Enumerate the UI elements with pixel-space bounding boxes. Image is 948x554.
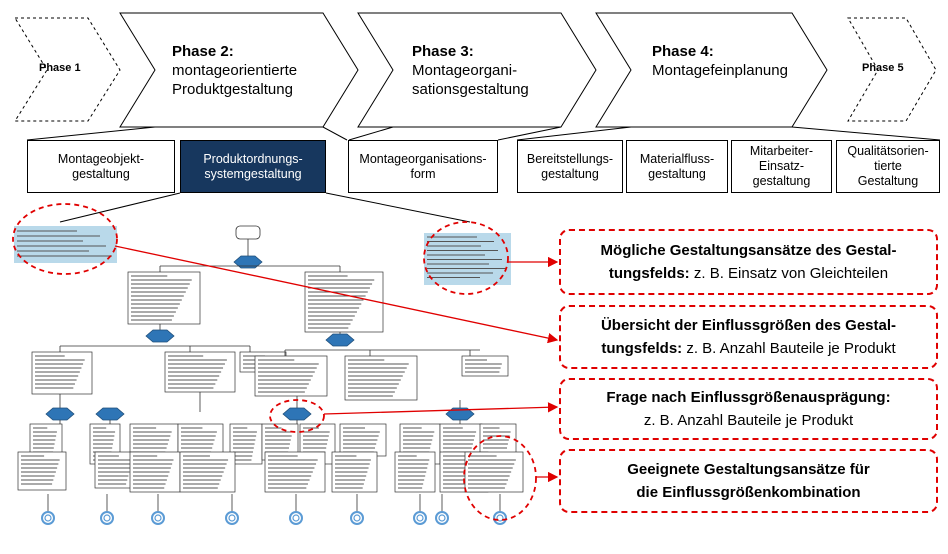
phase3-title: Phase 3: [412, 43, 474, 60]
phase2-text: Phase 2: montageorientierte Produktgesta… [172, 42, 297, 99]
tree-connector-right [325, 192, 471, 223]
callout-bold-line: Übersicht der Einflussgrößen des Gestal- [600, 317, 897, 334]
field-label-line: Qualitätsorien- [847, 144, 929, 158]
phase2-line1: montageorientierte [172, 62, 298, 79]
tree-end-node-inner [496, 514, 504, 522]
phase3-line2: sationsgestaltung [412, 81, 529, 98]
tree-text-box [461, 355, 509, 377]
field-label-line: gestaltung [72, 166, 130, 181]
field-label-line: form [410, 166, 436, 181]
callout-suitable-approaches: Geeignete Gestaltungsansätze für die Einf… [559, 449, 938, 513]
field-label-line: Bereitstellungs- [526, 151, 614, 166]
callout-bold-line: Frage nach Einflussgrößenausprägung: [606, 389, 891, 406]
phase2-title: Phase 2: [172, 43, 234, 60]
phase4-connector-left [516, 126, 632, 141]
decision-tree [14, 225, 524, 525]
tree-decision-node [45, 407, 75, 421]
tree-text-box [479, 423, 517, 455]
field-bereitstellungsgestaltung: Bereitstellungs-gestaltung [517, 140, 623, 193]
tree-connector-left [59, 192, 181, 223]
highlight-ellipse-combination [463, 435, 537, 521]
field-label-line: Mitarbeiter- [749, 144, 814, 158]
phase3-connector-right [497, 126, 562, 141]
phase4-text: Phase 4: Montagefeinplanung [652, 42, 788, 80]
tree-end-node-inner [154, 514, 162, 522]
field-montageorganisationsform: Montageorganisations-form [348, 140, 498, 193]
phase3-connector-left [348, 126, 394, 141]
callout-influence-overview: Übersicht der Einflussgrößen des Gestal-… [559, 305, 938, 369]
field-label-line: gestaltung [752, 174, 811, 188]
tree-end-node-inner [292, 514, 300, 522]
tree-end-node-inner [416, 514, 424, 522]
phase2-line2: Produktgestaltung [172, 81, 293, 98]
phase2-connector-right [322, 126, 348, 141]
tree-info-box-left [14, 226, 117, 263]
field-label-line: gestaltung [541, 166, 599, 181]
callout-example: z. B. Anzahl Bauteile je Produkt [643, 412, 854, 429]
phase4-line1: Montagefeinplanung [652, 62, 788, 79]
tree-end-node-inner [228, 514, 236, 522]
tree-text-box [304, 271, 384, 333]
tree-decision-node [325, 333, 355, 347]
highlight-ellipse-influences [12, 203, 118, 275]
tree-text-box [127, 271, 201, 325]
callout-bold-line: die Einflussgrößenkombination [636, 484, 861, 501]
highlight-ellipse-question [269, 399, 325, 433]
field-montageobjektgestaltung: Montageobjekt-gestaltung [27, 140, 175, 193]
phase3-line1: Montageorgani- [412, 62, 518, 79]
callout-example: z. B. Anzahl Bauteile je Produkt [682, 340, 896, 357]
callout-example: z. B. Einsatz von Gleichteilen [689, 265, 889, 282]
phase4-title: Phase 4: [652, 43, 714, 60]
field-label-line: gestaltung [648, 166, 706, 181]
phase3-text: Phase 3: Montageorgani- sationsgestaltun… [412, 42, 529, 99]
callout-bold-line: Mögliche Gestaltungsansätze des Gestal- [600, 242, 897, 259]
field-mitarbeitereinsatzgestaltung: Mitarbeiter-Einsatz-gestaltung [731, 140, 832, 193]
phase5-label: Phase 5 [862, 62, 904, 74]
field-label-line: Produktordnungs- [203, 151, 303, 166]
tree-end-node-inner [353, 514, 361, 522]
field-label-line: Montageorganisations- [359, 151, 487, 166]
field-materialflussgestaltung: Materialfluss-gestaltung [626, 140, 728, 193]
tree-end-node-inner [44, 514, 52, 522]
callout-possible-approaches: Mögliche Gestaltungsansätze des Gestal-t… [559, 229, 938, 295]
highlight-ellipse-approaches [423, 221, 509, 295]
field-label-line: Einsatz- [758, 159, 805, 173]
tree-end-node-inner [438, 514, 446, 522]
field-produktordnungssystemgestaltung: Produktordnungs-systemgestaltung [180, 140, 326, 193]
callout-bold-line: Geeignete Gestaltungsansätze für [627, 461, 870, 478]
tree-decision-node [95, 407, 125, 421]
arrow-influences [114, 245, 559, 344]
callout-influence-question: Frage nach Einflussgrößenausprägung: z. B… [559, 378, 938, 440]
tree-text-box [31, 351, 93, 395]
arrow-question [323, 402, 559, 415]
field-label-line: tierte [874, 159, 902, 173]
phase1-label: Phase 1 [39, 62, 81, 74]
tree-decision-node [445, 407, 475, 421]
field-label-line: Materialfluss- [639, 151, 715, 166]
tree-decision-node [282, 407, 312, 421]
callout-bold-term: tungsfelds: [601, 340, 683, 357]
field-label-line: systemgestaltung [204, 166, 302, 181]
tree-decision-node [145, 329, 175, 343]
tree-decision-node [233, 255, 263, 269]
field-label-line: Montageobjekt- [57, 151, 145, 166]
phase5-chevron [847, 17, 937, 122]
phase1-chevron [14, 17, 121, 122]
phase2-connector-left [26, 126, 156, 141]
phase4-connector-right [791, 126, 941, 141]
callout-bold-term: tungsfelds: [608, 265, 690, 282]
tree-start-node [235, 225, 261, 240]
tree-text-box [344, 355, 418, 401]
tree-end-node-inner [103, 514, 111, 522]
field-label-line: Gestaltung [857, 174, 919, 188]
